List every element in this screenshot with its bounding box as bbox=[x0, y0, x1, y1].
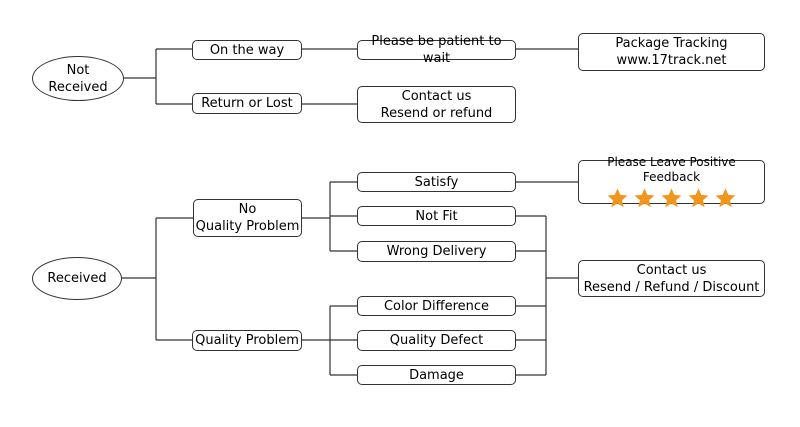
node-label: Not bbox=[66, 62, 90, 78]
return-or-lost-node: Return or Lost bbox=[192, 93, 302, 114]
node-label: Color Difference bbox=[383, 298, 490, 314]
node-label: Quality Problem bbox=[195, 333, 299, 348]
not-fit-node: Not Fit bbox=[357, 206, 516, 226]
package-tracking-node: Package Tracking www.17track.net bbox=[578, 33, 765, 71]
star-icon bbox=[607, 188, 628, 208]
node-label: On the way bbox=[209, 42, 285, 58]
quality-defect-node: Quality Defect bbox=[357, 330, 516, 351]
star-rating bbox=[606, 187, 737, 209]
not-received-node: Not Received bbox=[32, 56, 124, 101]
star-icon bbox=[715, 188, 736, 208]
node-label: Return or Lost bbox=[201, 96, 293, 111]
positive-feedback-node: Please Leave Positive Feedback bbox=[578, 155, 765, 208]
node-label: Wrong Delivery bbox=[386, 244, 487, 259]
node-label: Resend / Refund / Discount bbox=[583, 279, 760, 295]
star-icon bbox=[634, 188, 655, 208]
damage-node: Damage bbox=[357, 365, 516, 385]
node-label: Quality Problem bbox=[195, 219, 300, 234]
node-label: Resend or refund bbox=[380, 105, 493, 121]
received-node: Received bbox=[32, 257, 122, 300]
contact-resend-node: Contact us Resend or refund bbox=[357, 86, 516, 123]
feedback-title: Please Leave Positive Feedback bbox=[607, 155, 736, 184]
star-icon bbox=[661, 188, 682, 208]
please-wait-node: Please be patient to wait bbox=[357, 34, 516, 66]
on-the-way-node: On the way bbox=[192, 40, 302, 60]
quality-problem-node: Quality Problem bbox=[192, 330, 302, 351]
star-icon bbox=[688, 188, 709, 208]
node-label: Received bbox=[47, 271, 107, 286]
node-label: No bbox=[238, 202, 257, 217]
node-label: Damage bbox=[409, 367, 464, 383]
node-label: www.17track.net bbox=[616, 53, 727, 68]
color-difference-node: Color Difference bbox=[357, 296, 516, 316]
node-label: Contact us bbox=[401, 88, 472, 104]
node-label: Package Tracking bbox=[615, 36, 728, 51]
contact-discount-node: Contact us Resend / Refund / Discount bbox=[578, 260, 765, 297]
node-label: Contact us bbox=[636, 262, 707, 278]
satisfy-node: Satisfy bbox=[357, 172, 516, 192]
node-label: Please be patient to wait bbox=[371, 34, 502, 66]
node-label: Received bbox=[48, 79, 108, 95]
node-label: Quality Defect bbox=[389, 333, 484, 348]
no-quality-problem-node: No Quality Problem bbox=[193, 199, 302, 237]
node-label: Not Fit bbox=[415, 208, 458, 224]
wrong-delivery-node: Wrong Delivery bbox=[357, 241, 516, 262]
node-label: Satisfy bbox=[414, 174, 459, 190]
